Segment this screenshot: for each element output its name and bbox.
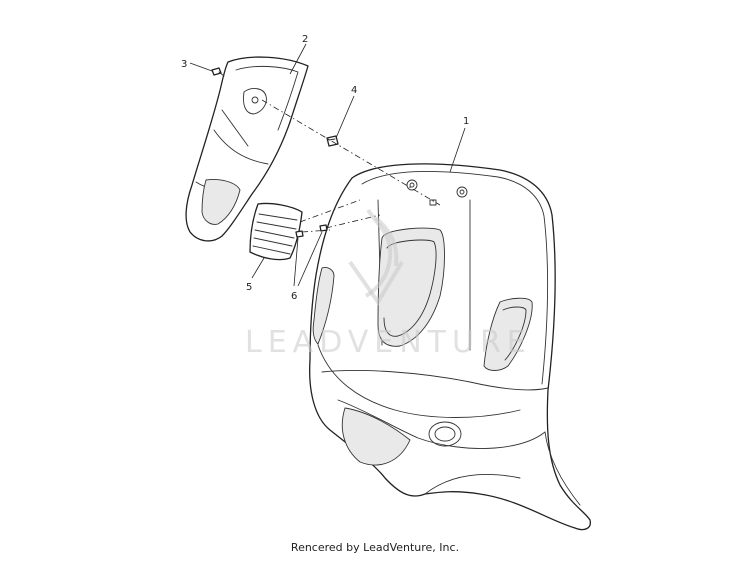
render-credit: Rencered by LeadVenture, Inc. — [290, 541, 460, 554]
callout-4: 4 — [351, 85, 357, 96]
grille-part-5 — [249, 202, 303, 261]
watermark-logo: LEADVENTURE — [245, 208, 532, 360]
callout-6: 6 — [291, 291, 297, 302]
callout-1: 1 — [463, 116, 469, 127]
callout-3: 3 — [181, 59, 187, 70]
leader-lines — [189, 43, 466, 287]
screw-part-3 — [211, 67, 225, 77]
horn-cover-part-2 — [185, 56, 309, 242]
callout-5: 5 — [246, 282, 252, 293]
callout-2: 2 — [302, 34, 308, 45]
screws-part-6 — [295, 224, 328, 238]
front-leg-shield-part-1 — [309, 163, 591, 531]
watermark-text: LEADVENTURE — [245, 325, 532, 360]
